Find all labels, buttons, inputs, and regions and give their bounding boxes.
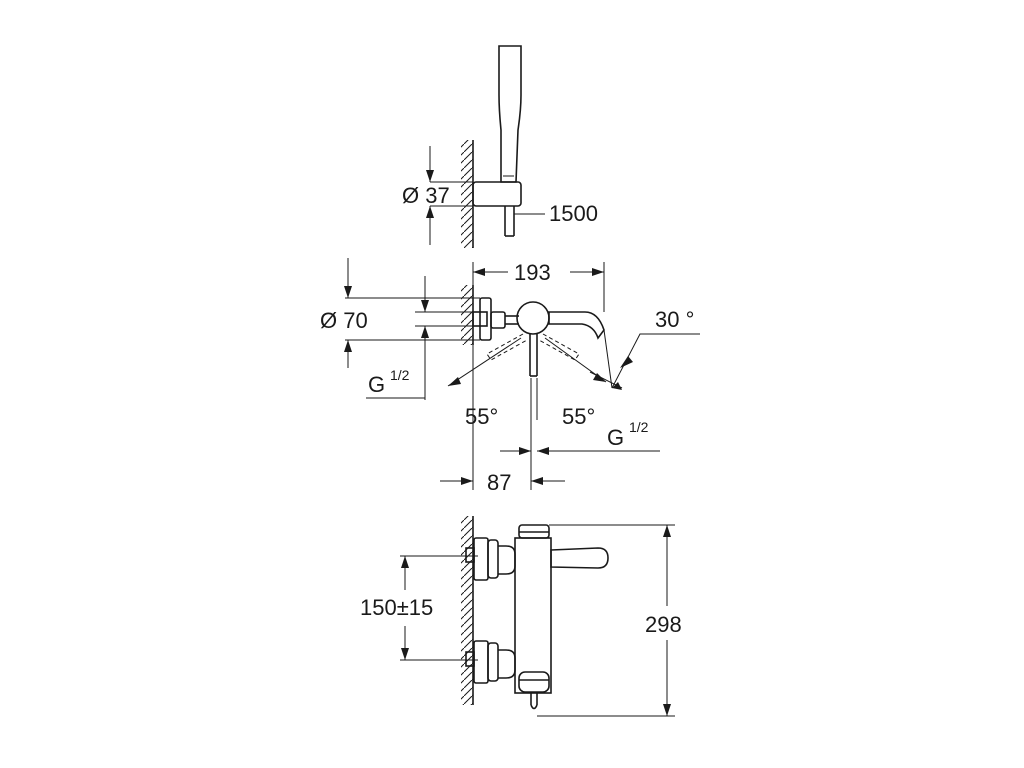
lever-swing-left: [486, 333, 528, 361]
hand-shower-view: Ø 37 1500: [402, 45, 598, 248]
front-view: 150±15 298: [360, 516, 682, 717]
lever-front: [550, 547, 609, 569]
depth-87-label: 87: [487, 470, 511, 495]
escutcheon-plan: [479, 297, 492, 341]
thread-left-label: G: [368, 372, 385, 397]
plan-view: 193 30 ° Ø 70 G 1/2 55° 55° G 1/2: [320, 258, 700, 495]
height-298-label: 298: [645, 612, 682, 637]
mixer-body-front: [514, 537, 552, 694]
wall-hatch-top: [461, 140, 473, 248]
wall-hatch-plan: [461, 285, 473, 345]
mixer-body-plan: [516, 301, 550, 335]
thread-right-label: G: [607, 425, 624, 450]
diameter-70-label: Ø 70: [320, 308, 368, 333]
angle-left-label: 55°: [465, 404, 498, 429]
spacing-label: 150±15: [360, 595, 433, 620]
length-1500-label: 1500: [549, 201, 598, 226]
width-193-label: 193: [514, 260, 551, 285]
wall-hatch-front: [461, 516, 473, 705]
thread-right-fraction: 1/2: [629, 419, 649, 435]
spout-plan: [548, 311, 605, 340]
lever-swing-right: [538, 333, 580, 361]
escutcheon-upper: [473, 537, 489, 581]
hand-shower: [498, 45, 522, 183]
shower-holder: [472, 181, 522, 207]
escutcheon-lower: [473, 640, 489, 684]
angle-right-label: 55°: [562, 404, 595, 429]
diverter-knob: [518, 671, 550, 693]
diameter-37-label: Ø 37: [402, 183, 450, 208]
thread-left-fraction: 1/2: [390, 367, 410, 383]
angle-30-label: 30 °: [655, 307, 694, 332]
